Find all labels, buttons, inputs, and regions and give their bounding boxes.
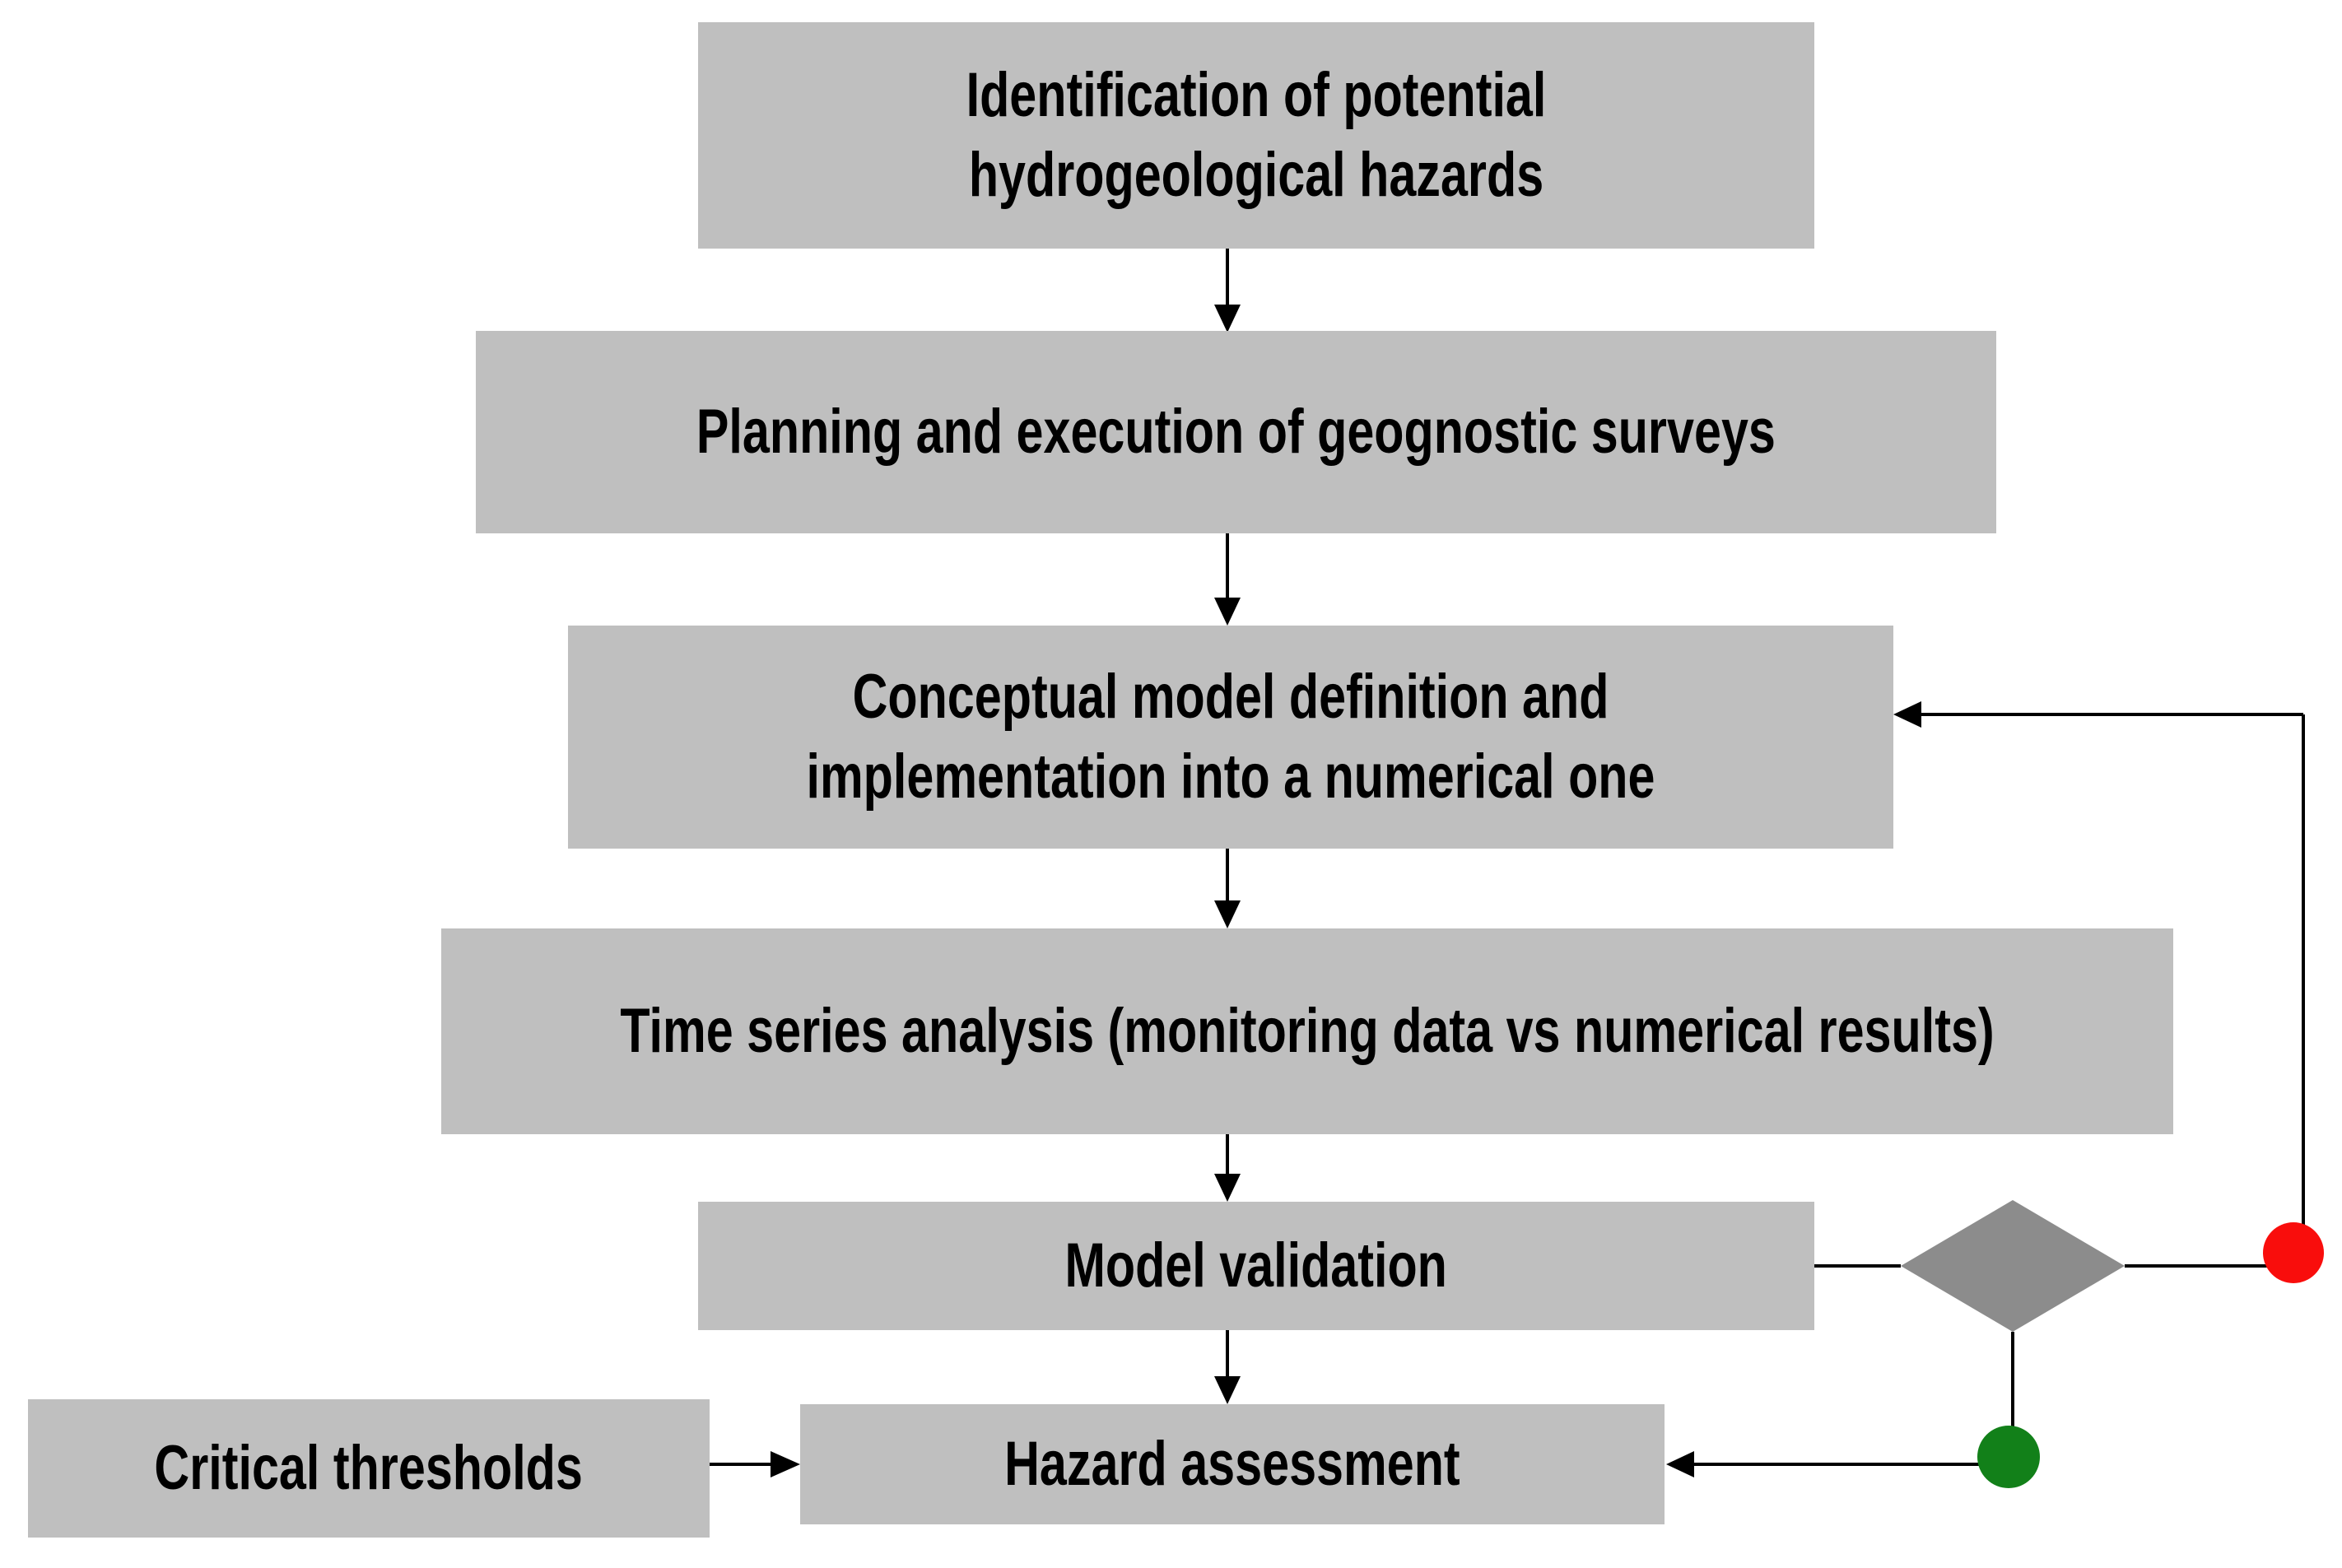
node-label: Planning and execution of geognostic sur… (696, 396, 1776, 467)
node-label: Conceptual model definition and implemen… (806, 661, 1655, 812)
node-identification-of-hazards: Identification of potential hydrogeologi… (698, 22, 1814, 249)
arrowhead-down-icon (1214, 900, 1241, 928)
arrowhead-down-icon (1214, 305, 1241, 333)
green-circle-icon (1977, 1426, 2040, 1488)
node-label: Hazard assessment (1004, 1428, 1460, 1499)
node-label: Model validation (1064, 1230, 1448, 1300)
arrowheads (771, 305, 1921, 1477)
connector-lines (710, 249, 2305, 1466)
node-conceptual-model: Conceptual model definition and implemen… (568, 626, 1893, 849)
node-critical-thresholds: Critical thresholds (28, 1399, 710, 1538)
node-label: Critical thresholds (154, 1432, 584, 1503)
node-model-validation: Model validation (698, 1202, 1814, 1330)
arrowhead-right-icon (771, 1451, 800, 1477)
red-circle-icon (2263, 1222, 2324, 1283)
arrowhead-down-icon (1214, 598, 1241, 626)
node-planning-surveys: Planning and execution of geognostic sur… (476, 331, 1996, 533)
decision-diamond-icon (1901, 1200, 2125, 1332)
node-time-series-analysis: Time series analysis (monitoring data vs… (441, 928, 2173, 1134)
node-hazard-assessment: Hazard assessment (800, 1404, 1665, 1524)
arrowhead-down-icon (1214, 1174, 1241, 1202)
arrowhead-left-icon (1666, 1451, 1694, 1477)
node-label: Time series analysis (monitoring data vs… (620, 995, 1995, 1066)
arrowhead-down-icon (1214, 1376, 1241, 1404)
node-label: Identification of potential hydrogeologi… (966, 59, 1547, 210)
arrowhead-left-icon (1893, 701, 1921, 728)
